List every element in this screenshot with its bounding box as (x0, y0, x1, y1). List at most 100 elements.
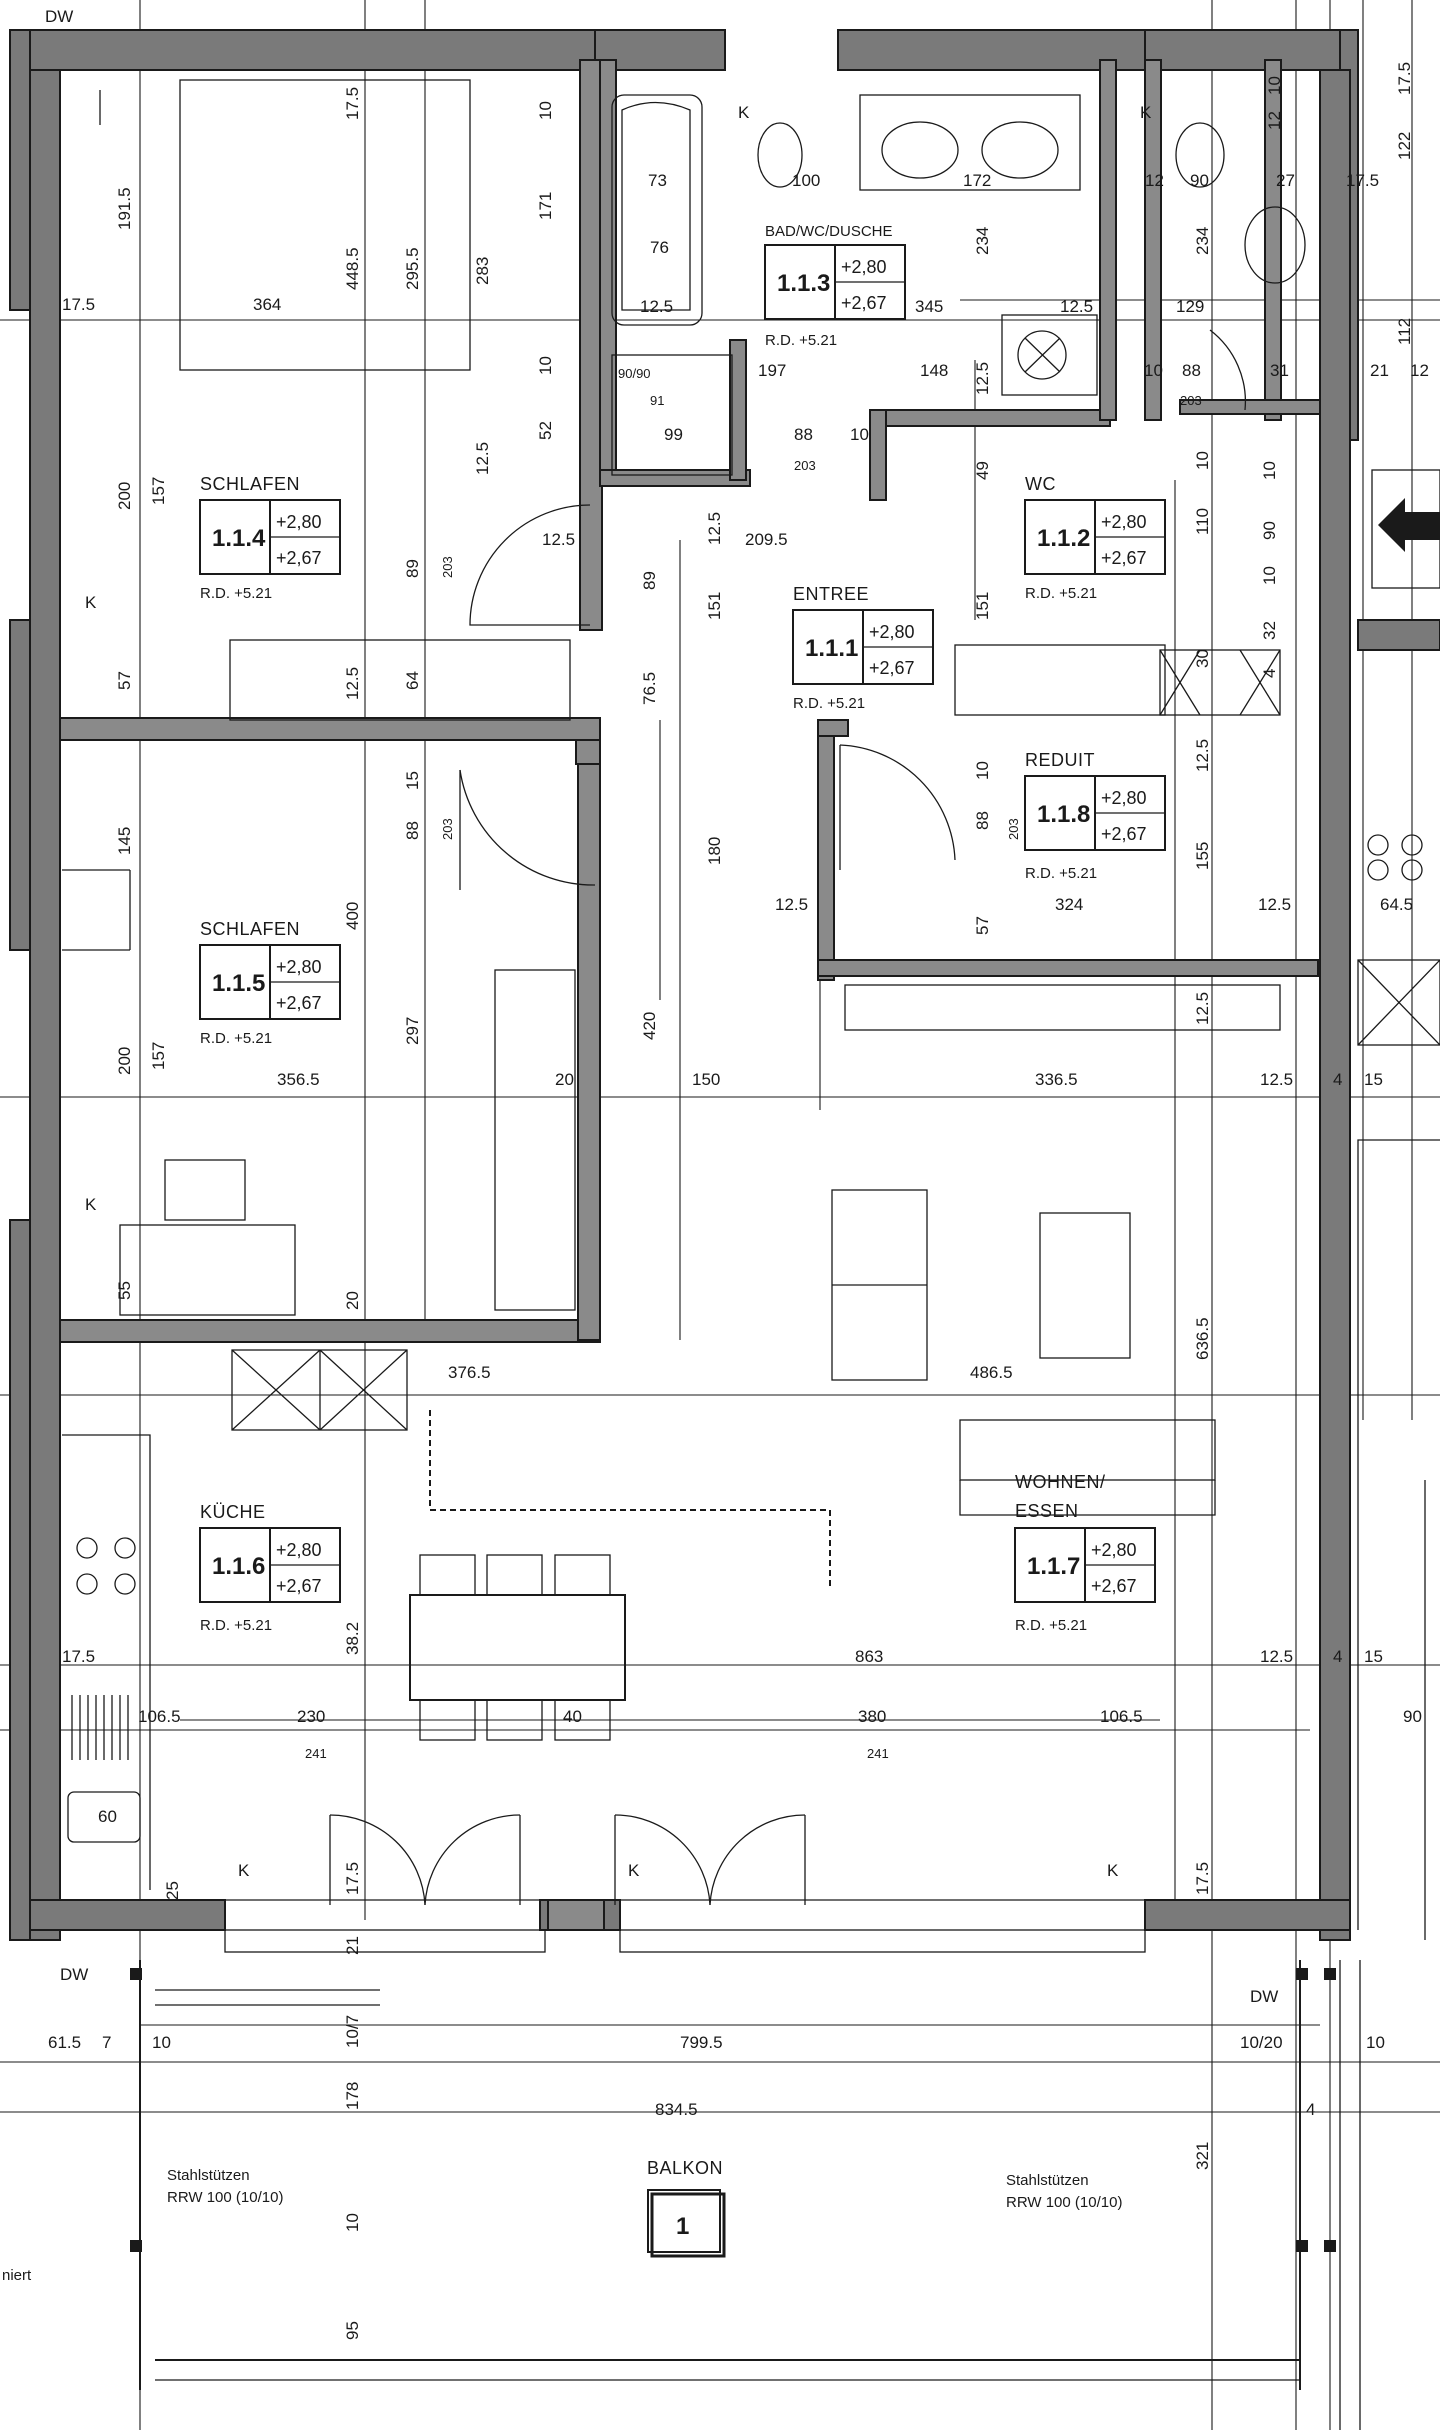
svg-text:17.5: 17.5 (1395, 62, 1414, 95)
svg-text:241: 241 (867, 1746, 889, 1761)
svg-text:148: 148 (920, 361, 948, 380)
svg-text:155: 155 (1193, 842, 1212, 870)
svg-text:100: 100 (792, 171, 820, 190)
svg-text:64.5: 64.5 (1380, 895, 1413, 914)
balcony-label: BALKON 1 (647, 2158, 723, 2240)
svg-text:Stahlstützen: Stahlstützen (167, 2167, 250, 2184)
svg-text:10/20: 10/20 (1240, 2033, 1283, 2052)
svg-text:1.1.4: 1.1.4 (212, 525, 266, 552)
svg-text:10: 10 (1144, 361, 1163, 380)
svg-text:420: 420 (640, 1012, 659, 1040)
svg-text:203: 203 (440, 556, 455, 578)
svg-text:12.5: 12.5 (1193, 739, 1212, 772)
svg-text:17.5: 17.5 (1193, 1862, 1212, 1895)
svg-text:BAD/WC/DUSCHE: BAD/WC/DUSCHE (765, 223, 893, 240)
svg-text:ENTREE: ENTREE (793, 584, 869, 604)
svg-text:49: 49 (973, 461, 992, 480)
svg-text:DW: DW (1250, 1987, 1278, 2006)
svg-text:12.5: 12.5 (775, 895, 808, 914)
svg-text:15: 15 (403, 771, 422, 790)
svg-text:DW: DW (60, 1965, 88, 1984)
balcony-area (130, 1960, 1361, 2430)
svg-text:20: 20 (343, 1291, 362, 1310)
svg-text:324: 324 (1055, 895, 1083, 914)
svg-text:+2,80: +2,80 (276, 957, 322, 977)
svg-text:+2,67: +2,67 (1091, 1576, 1137, 1596)
svg-text:7: 7 (102, 2033, 111, 2052)
svg-text:89: 89 (403, 559, 422, 578)
svg-text:76: 76 (650, 238, 669, 257)
svg-text:10: 10 (1260, 566, 1279, 585)
svg-text:+2,80: +2,80 (276, 1540, 322, 1560)
svg-text:61.5: 61.5 (48, 2033, 81, 2052)
svg-text:203: 203 (1180, 393, 1202, 408)
svg-text:DW: DW (45, 7, 73, 26)
svg-text:1.1.3: 1.1.3 (777, 270, 830, 297)
svg-text:12: 12 (1265, 111, 1284, 130)
svg-text:191.5: 191.5 (115, 187, 134, 230)
svg-text:12.5: 12.5 (1260, 1070, 1293, 1089)
svg-text:+2,80: +2,80 (1101, 512, 1147, 532)
svg-text:RRW 100 (10/10): RRW 100 (10/10) (167, 2189, 283, 2206)
svg-text:1: 1 (676, 2213, 689, 2240)
svg-text:197: 197 (758, 361, 786, 380)
svg-text:57: 57 (973, 916, 992, 935)
svg-text:345: 345 (915, 297, 943, 316)
svg-text:180: 180 (705, 837, 724, 865)
svg-text:R.D. +5.21: R.D. +5.21 (765, 332, 837, 349)
svg-text:209.5: 209.5 (745, 530, 788, 549)
svg-text:niert: niert (2, 2267, 32, 2284)
room-label-wc: WC 1.1.2 +2,80 +2,67 R.D. +5.21 (1024, 474, 1166, 602)
svg-text:REDUIT: REDUIT (1025, 750, 1095, 770)
svg-text:12.5: 12.5 (1260, 1647, 1293, 1666)
svg-text:400: 400 (343, 902, 362, 930)
svg-text:122: 122 (1395, 132, 1414, 160)
svg-text:106.5: 106.5 (1100, 1707, 1143, 1726)
svg-text:10: 10 (1193, 451, 1212, 470)
svg-text:+2,80: +2,80 (869, 622, 915, 642)
svg-text:+2,80: +2,80 (276, 512, 322, 532)
svg-text:+2,80: +2,80 (1101, 788, 1147, 808)
svg-text:15: 15 (1364, 1647, 1383, 1666)
furniture (62, 79, 1440, 1940)
svg-text:73: 73 (648, 171, 667, 190)
svg-text:10: 10 (343, 2213, 362, 2232)
walls (9, 29, 1440, 1941)
svg-text:R.D. +5.21: R.D. +5.21 (200, 1030, 272, 1047)
k-markers: K K K K K K K (85, 103, 1152, 1880)
svg-text:90: 90 (1403, 1707, 1422, 1726)
svg-text:203: 203 (794, 458, 816, 473)
svg-text:171: 171 (536, 192, 555, 220)
svg-text:57: 57 (115, 671, 134, 690)
svg-text:+2,67: +2,67 (276, 1576, 322, 1596)
svg-text:129: 129 (1176, 297, 1204, 316)
svg-text:356.5: 356.5 (277, 1070, 320, 1089)
svg-text:10: 10 (850, 425, 869, 444)
svg-text:1.1.5: 1.1.5 (212, 970, 265, 997)
sink-drainer (71, 1695, 129, 1760)
notes: Stahlstützen RRW 100 (10/10) Stahlstütze… (2, 7, 1278, 2284)
room-label-schlafen-1: SCHLAFEN 1.1.4 +2,80 +2,67 R.D. +5.21 (199, 474, 341, 602)
svg-text:99: 99 (664, 425, 683, 444)
svg-text:12.5: 12.5 (343, 667, 362, 700)
svg-text:636.5: 636.5 (1193, 1317, 1212, 1360)
svg-text:12: 12 (1410, 361, 1429, 380)
svg-text:ESSEN: ESSEN (1015, 1501, 1079, 1521)
room-label-kueche: KÜCHE 1.1.6 +2,80 +2,67 R.D. +5.21 (199, 1502, 341, 1634)
svg-text:17.5: 17.5 (343, 1862, 362, 1895)
svg-text:10/7: 10/7 (343, 2015, 362, 2048)
svg-text:40: 40 (563, 1707, 582, 1726)
svg-text:151: 151 (705, 592, 724, 620)
svg-text:52: 52 (536, 421, 555, 440)
room-label-reduit: REDUIT 1.1.8 +2,80 +2,67 R.D. +5.21 (1024, 750, 1166, 882)
svg-text:150: 150 (692, 1070, 720, 1089)
svg-text:10: 10 (1260, 461, 1279, 480)
svg-text:10: 10 (536, 356, 555, 375)
svg-text:K: K (628, 1861, 640, 1880)
svg-text:12.5: 12.5 (705, 512, 724, 545)
svg-text:27: 27 (1276, 171, 1295, 190)
svg-text:76.5: 76.5 (640, 672, 659, 705)
svg-text:17.5: 17.5 (62, 295, 95, 314)
svg-text:12.5: 12.5 (973, 362, 992, 395)
